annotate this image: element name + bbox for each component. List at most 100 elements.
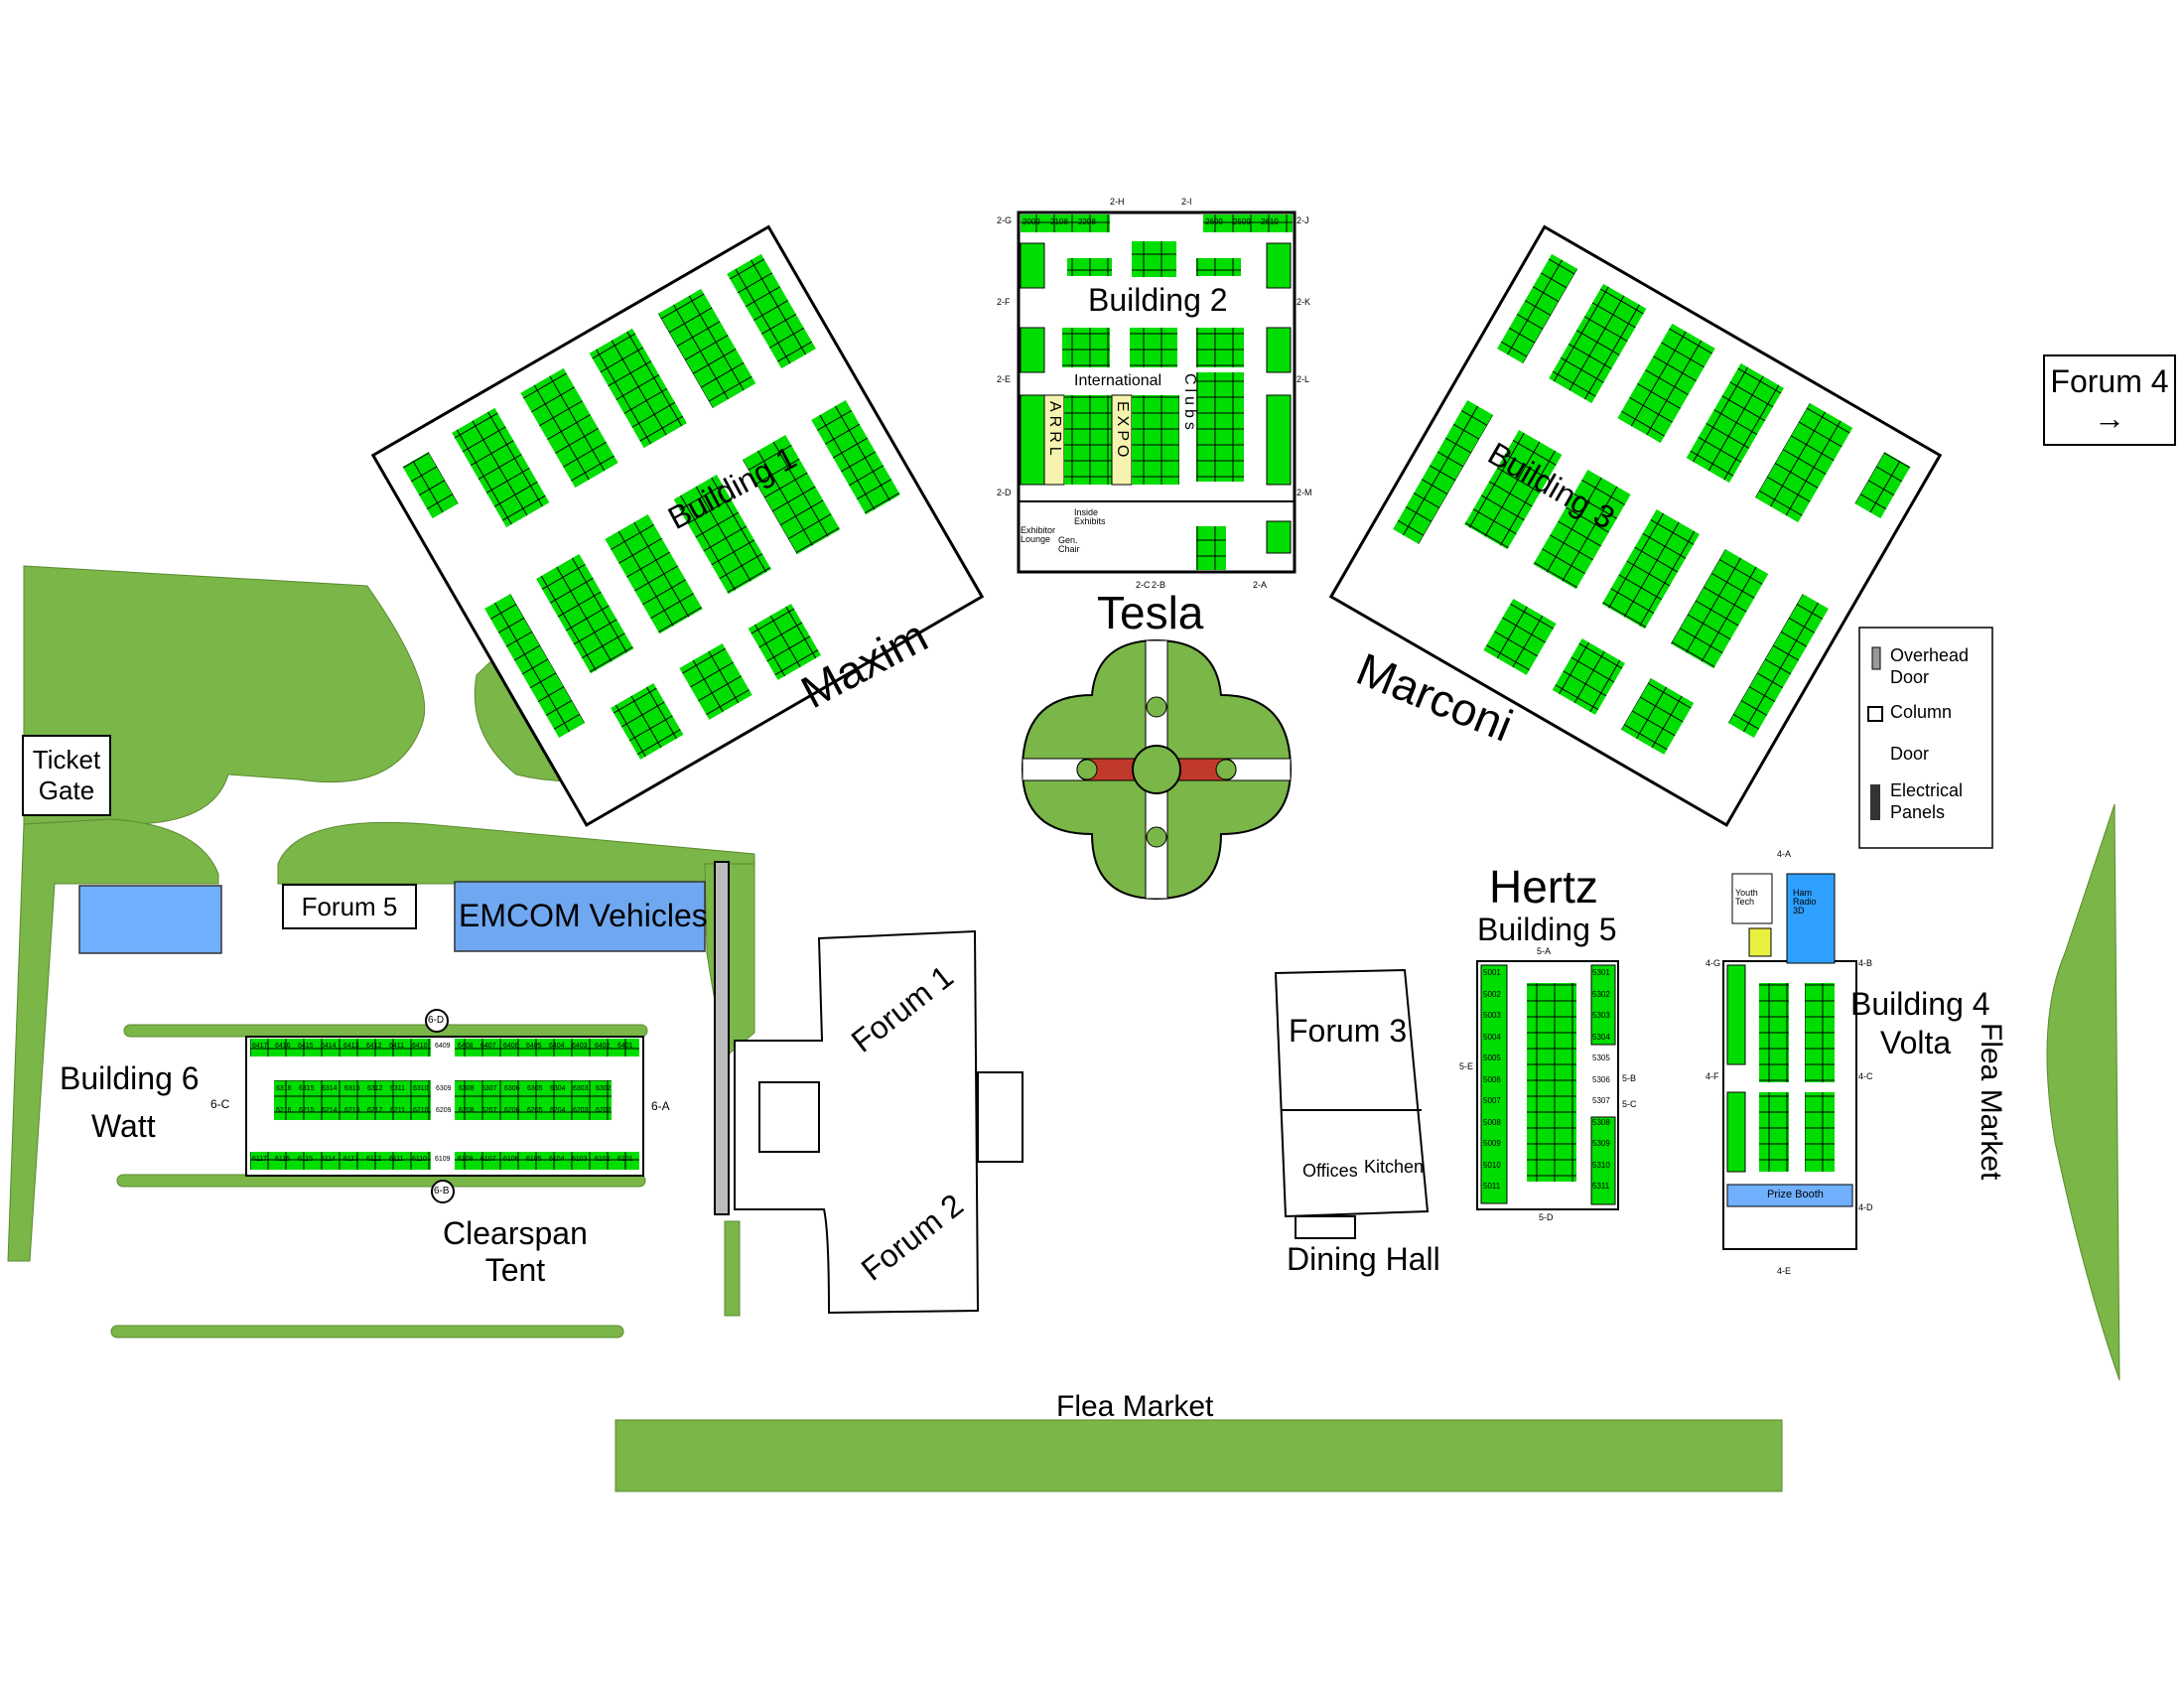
booth-number: 6209 <box>436 1107 452 1114</box>
inside-exhibits-label: Inside Exhibits <box>1074 507 1106 526</box>
legend-box <box>1858 627 1993 849</box>
booth-number: 6212 <box>367 1107 383 1114</box>
booth-number: 5311 <box>1592 1182 1610 1191</box>
b6-row-top-r <box>455 1039 639 1056</box>
b3-block-6 <box>1854 452 1911 519</box>
building-4 <box>1722 873 1857 1250</box>
booth-number: 6103 <box>572 1156 588 1163</box>
b3-block-15 <box>1620 677 1695 755</box>
b4-col-4 <box>1726 1091 1746 1173</box>
booth-number: 6407 <box>480 1043 496 1050</box>
b4-prize-booth <box>1726 1184 1853 1207</box>
b1-block-12 <box>811 400 900 515</box>
booth-number: 5309 <box>1592 1139 1610 1148</box>
booth-number: 6215 <box>299 1107 315 1114</box>
clubs-label: Clubs <box>1181 373 1198 434</box>
booth-number: 6104 <box>549 1156 565 1163</box>
booth-number: 5011 <box>1483 1182 1501 1191</box>
dining-hall-label: Dining Hall <box>1287 1241 1440 1277</box>
b1-block-7 <box>484 594 586 738</box>
forum-road <box>714 861 730 1215</box>
booth-number: 5305 <box>1592 1054 1610 1062</box>
building-5-label: Building 5 <box>1477 912 1617 947</box>
tesla-label: Tesla <box>1097 587 1204 638</box>
b1-block-10 <box>673 475 771 595</box>
booth-number: 6116 <box>275 1156 291 1163</box>
b2-mid-left <box>1020 327 1045 373</box>
b2-mid-right <box>1266 327 1292 373</box>
b3-block-1 <box>1497 253 1578 364</box>
b2-mid-a <box>1062 328 1110 367</box>
dining-building <box>1274 968 1430 1239</box>
b1-block-14 <box>679 642 752 720</box>
booth-number: 5001 <box>1483 968 1501 977</box>
booth-number: 6213 <box>344 1107 360 1114</box>
b5-col-left <box>1480 964 1508 1204</box>
forum-building <box>714 861 1024 1315</box>
booth-number: 6414 <box>321 1043 337 1050</box>
dining-porch <box>1295 1215 1356 1239</box>
tesla-tree-1 <box>1146 696 1167 718</box>
prize-booth-label: Prize Booth <box>1767 1189 1824 1200</box>
booth-number: 5002 <box>1483 989 1501 999</box>
b5-door-5a: 5-A <box>1537 946 1552 956</box>
b6-door-6b: 6-B <box>434 1186 450 1196</box>
booth-number: 6314 <box>322 1085 338 1092</box>
tesla-tree-3 <box>1076 759 1098 780</box>
building-6-label: Building 6 <box>60 1060 200 1096</box>
booth-number: 6408 <box>458 1043 474 1050</box>
legend-electrical-panels: Electrical Panels <box>1890 780 1964 822</box>
b2-se-booths <box>1196 526 1226 570</box>
b2-door-2e: 2-E <box>997 374 1012 384</box>
b2-booth-2509: 2509 <box>1233 217 1251 226</box>
b2-low-right <box>1266 394 1292 486</box>
b2-mid-c <box>1196 328 1244 367</box>
clearspan-label: Clearspan Tent <box>443 1215 588 1288</box>
forum-4-box: Forum 4 → <box>2043 354 2176 446</box>
booth-number: 6110 <box>412 1156 428 1163</box>
booth-number: 6210 <box>413 1107 429 1114</box>
b4-door-4g: 4-G <box>1706 958 1721 968</box>
booth-number: 6406 <box>503 1043 519 1050</box>
booth-number: 6302 <box>596 1085 612 1092</box>
b2-low-c <box>1196 372 1244 482</box>
building-3 <box>1328 224 1943 827</box>
b2-door-2a: 2-A <box>1253 580 1268 590</box>
booth-number: 6304 <box>550 1085 566 1092</box>
booth-number: 5306 <box>1592 1074 1610 1084</box>
booth-number: 6305 <box>527 1085 543 1092</box>
booth-number: 6309 <box>436 1085 452 1092</box>
b2-booth-2108: 2108 <box>1050 217 1068 226</box>
building-2 <box>1017 211 1297 574</box>
ham-radio-label: Ham Radio 3D <box>1793 888 1817 915</box>
booth-number: 6303 <box>573 1085 589 1092</box>
b4-door-4a: 4-A <box>1777 849 1792 859</box>
booth-number: 6310 <box>413 1085 429 1092</box>
booth-number: 5006 <box>1483 1074 1501 1084</box>
hertz-label: Hertz <box>1489 861 1598 913</box>
ticket-gate-box: Ticket Gate <box>22 735 111 816</box>
booth-number: 6410 <box>412 1043 428 1050</box>
booth-number: 6405 <box>526 1043 542 1050</box>
b5-door-5b: 5-B <box>1622 1073 1637 1083</box>
forum-stairs <box>758 1081 820 1153</box>
b3-block-11 <box>1670 549 1769 669</box>
b4-col-6 <box>1805 1092 1835 1172</box>
b5-col-right-2 <box>1590 1116 1616 1205</box>
arrl-label: ARRL <box>1046 401 1063 460</box>
booth-number: 5003 <box>1483 1011 1501 1020</box>
b3-block-4 <box>1686 362 1784 484</box>
booth-number: 6101 <box>617 1156 633 1163</box>
exhibitor-lounge-label: Exhibitor Lounge <box>1021 525 1056 544</box>
b5-col-mid <box>1527 983 1576 1182</box>
booth-number: 5302 <box>1592 989 1610 999</box>
building-2-label: Building 2 <box>1088 282 1228 318</box>
b2-row-2b <box>1132 241 1176 277</box>
b1-block-4 <box>589 328 687 449</box>
b2-door-2f: 2-F <box>997 297 1011 307</box>
legend-overhead-icon <box>1871 646 1881 670</box>
b6-row-bot-r <box>455 1152 639 1170</box>
gen-chair-label: Gen. Chair <box>1058 535 1080 554</box>
emcom-area <box>454 881 706 952</box>
